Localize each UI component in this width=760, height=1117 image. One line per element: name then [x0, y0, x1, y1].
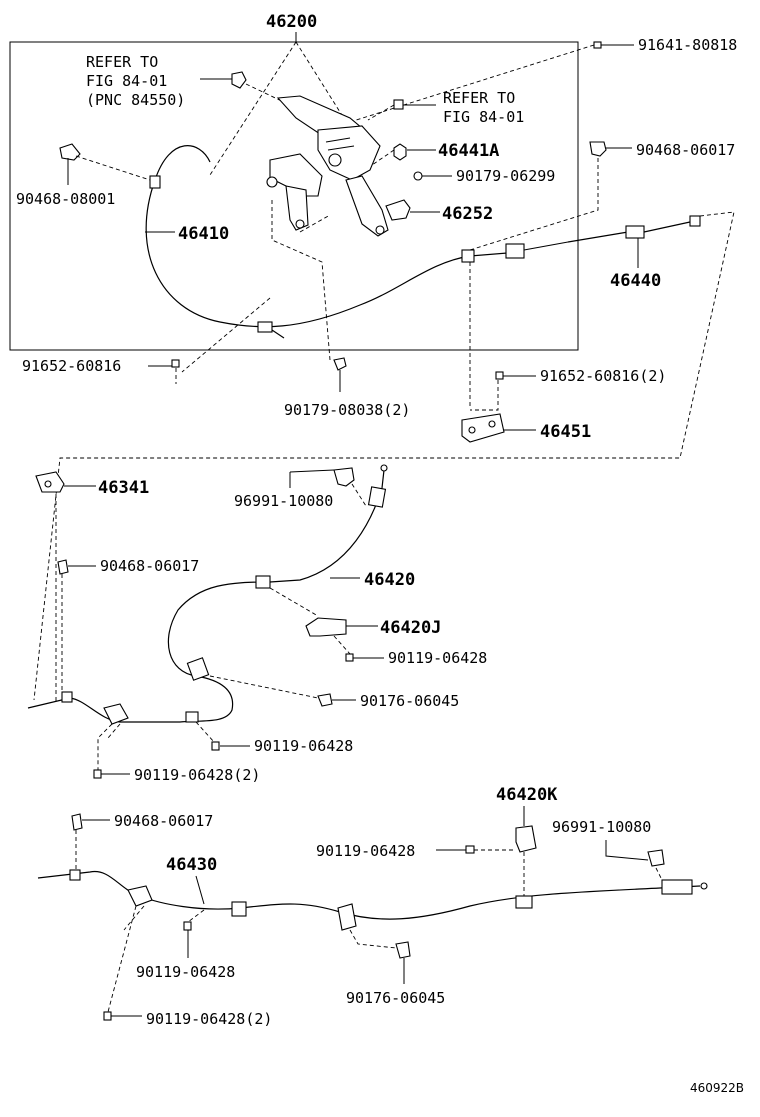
nut-90179-06299[interactable]: [413, 171, 423, 181]
part-label-90179-08038-2[interactable]: 90179-08038(2): [284, 401, 410, 419]
bolt-90119-06428-b[interactable]: [211, 741, 220, 751]
bolt-90119-06428-2-low[interactable]: [103, 1011, 112, 1021]
nut-46441A[interactable]: [393, 143, 407, 161]
part-label-46420K[interactable]: 46420K: [496, 785, 558, 805]
part-label-90468-06017-low[interactable]: 90468-06017: [114, 812, 213, 830]
grommet-90176-06045-low[interactable]: [395, 941, 411, 959]
part-label-90119-06428-2-mid[interactable]: 90119-06428(2): [134, 766, 260, 784]
bracket-46420K[interactable]: [515, 825, 537, 853]
part-label-90176-06045-low[interactable]: 90176-06045: [346, 989, 445, 1007]
bracket-46252[interactable]: [385, 199, 411, 221]
bolt-91652-60816-2[interactable]: [495, 371, 504, 380]
part-label-46441A[interactable]: 46441A: [438, 141, 499, 161]
bolt-91652-60816-left[interactable]: [171, 359, 180, 368]
part-label-90119-06428-b[interactable]: 90119-06428: [254, 737, 353, 755]
cable-46410[interactable]: [145, 145, 569, 339]
part-label-46341[interactable]: 46341: [98, 478, 149, 498]
part-label-46430[interactable]: 46430: [166, 855, 217, 875]
part-label-46440[interactable]: 46440: [610, 271, 661, 291]
bolt-90119-06428-a[interactable]: [345, 653, 354, 662]
cable-46440[interactable]: [567, 215, 701, 243]
part-label-90468-06017-top[interactable]: 90468-06017: [636, 141, 735, 159]
part-label-91652-60816-2[interactable]: 91652-60816(2): [540, 367, 666, 385]
part-label-46420J[interactable]: 46420J: [380, 618, 441, 638]
bolt-90119-06428-d[interactable]: [183, 921, 192, 931]
part-label-90179-06299[interactable]: 90179-06299: [456, 167, 555, 185]
bolt-refer-right[interactable]: [393, 99, 404, 110]
refer-text-right-line1: REFER TO: [443, 89, 515, 107]
part-label-96991-10080-mid[interactable]: 96991-10080: [234, 492, 333, 510]
bracket-46420J[interactable]: [305, 617, 347, 637]
part-label-46410[interactable]: 46410: [178, 224, 229, 244]
bolt-90119-06428-c[interactable]: [465, 845, 475, 854]
bolt-91641-80818[interactable]: [593, 41, 608, 49]
nut-90179-08038[interactable]: [333, 357, 347, 371]
refer-text-left-line3: (PNC 84550): [86, 91, 185, 109]
assembly-box-46200: [9, 41, 579, 351]
part-label-90119-06428-2-low[interactable]: 90119-06428(2): [146, 1010, 272, 1028]
clip-90468-08001[interactable]: [59, 143, 81, 161]
part-label-90468-06017-mid[interactable]: 90468-06017: [100, 557, 199, 575]
bolt-90119-06428-2-mid[interactable]: [93, 769, 102, 779]
part-label-90119-06428-c[interactable]: 90119-06428: [316, 842, 415, 860]
part-label-46252[interactable]: 46252: [442, 204, 493, 224]
part-label-90119-06428-a[interactable]: 90119-06428: [388, 649, 487, 667]
part-label-46420[interactable]: 46420: [364, 570, 415, 590]
equalizer-46341[interactable]: [35, 471, 65, 493]
part-label-91641-80818[interactable]: 91641-80818: [638, 36, 737, 54]
part-label-46200[interactable]: 46200: [266, 12, 317, 32]
part-label-90119-06428-d[interactable]: 90119-06428: [136, 963, 235, 981]
part-label-46451[interactable]: 46451: [540, 422, 591, 442]
refer-text-left-line1: REFER TO: [86, 53, 158, 71]
diagram-id: 460922B: [690, 1081, 744, 1095]
cable-46430[interactable]: [37, 869, 708, 931]
part-label-90468-08001[interactable]: 90468-08001: [16, 190, 115, 208]
clip-90468-06017-low[interactable]: [71, 813, 83, 831]
clip-96991-10080-mid[interactable]: [333, 467, 355, 487]
grommet-90176-06045-mid[interactable]: [317, 693, 333, 707]
part-label-96991-10080-low[interactable]: 96991-10080: [552, 818, 651, 836]
clip-96991-10080-low[interactable]: [647, 849, 665, 867]
cable-46420[interactable]: [27, 464, 388, 725]
refer-text-left-line2: FIG 84-01: [86, 72, 167, 90]
part-label-90176-06045-mid[interactable]: 90176-06045: [360, 692, 459, 710]
refer-text-right-line2: FIG 84-01: [443, 108, 524, 126]
clip-90468-06017-mid[interactable]: [57, 559, 69, 575]
parking-brake-lever-assembly[interactable]: [266, 95, 389, 237]
part-label-91652-60816-left[interactable]: 91652-60816: [22, 357, 121, 375]
clip-90468-06017-top[interactable]: [589, 141, 607, 157]
clip-refer-left[interactable]: [231, 71, 247, 89]
bracket-46451[interactable]: [461, 413, 505, 443]
